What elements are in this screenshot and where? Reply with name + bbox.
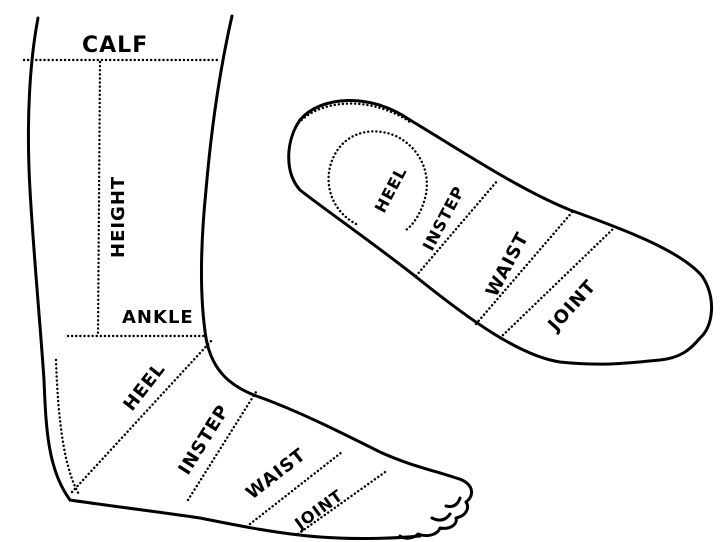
leg-back-outline xyxy=(28,18,70,500)
sole-joint-label: JOINT xyxy=(543,276,601,337)
sole-heel-label: HEEL xyxy=(371,163,411,216)
leg-side-view: CALF HEIGHT ANKLE HEEL INSTEP WAIST JOIN… xyxy=(24,16,472,539)
toe-line-2 xyxy=(446,498,460,507)
toe-line xyxy=(432,514,450,520)
joint-label: JOINT xyxy=(290,486,346,534)
heel-label: HEEL xyxy=(119,359,169,415)
sole-top-view: HEEL INSTEP WAIST JOINT xyxy=(289,100,712,364)
sole-outline xyxy=(289,100,712,364)
heel-back-dots xyxy=(56,360,80,496)
sole-waist-label: WAIST xyxy=(482,229,533,301)
sole-heel-circle xyxy=(329,131,427,230)
foot-sole-outline xyxy=(70,500,420,539)
toes-outline xyxy=(400,480,472,538)
height-label: HEIGHT xyxy=(108,176,129,258)
calf-label: CALF xyxy=(82,33,148,58)
sole-edge-dots xyxy=(296,104,410,126)
ankle-label: ANKLE xyxy=(122,307,194,328)
height-line xyxy=(98,62,100,336)
waist-label: WAIST xyxy=(242,444,310,504)
